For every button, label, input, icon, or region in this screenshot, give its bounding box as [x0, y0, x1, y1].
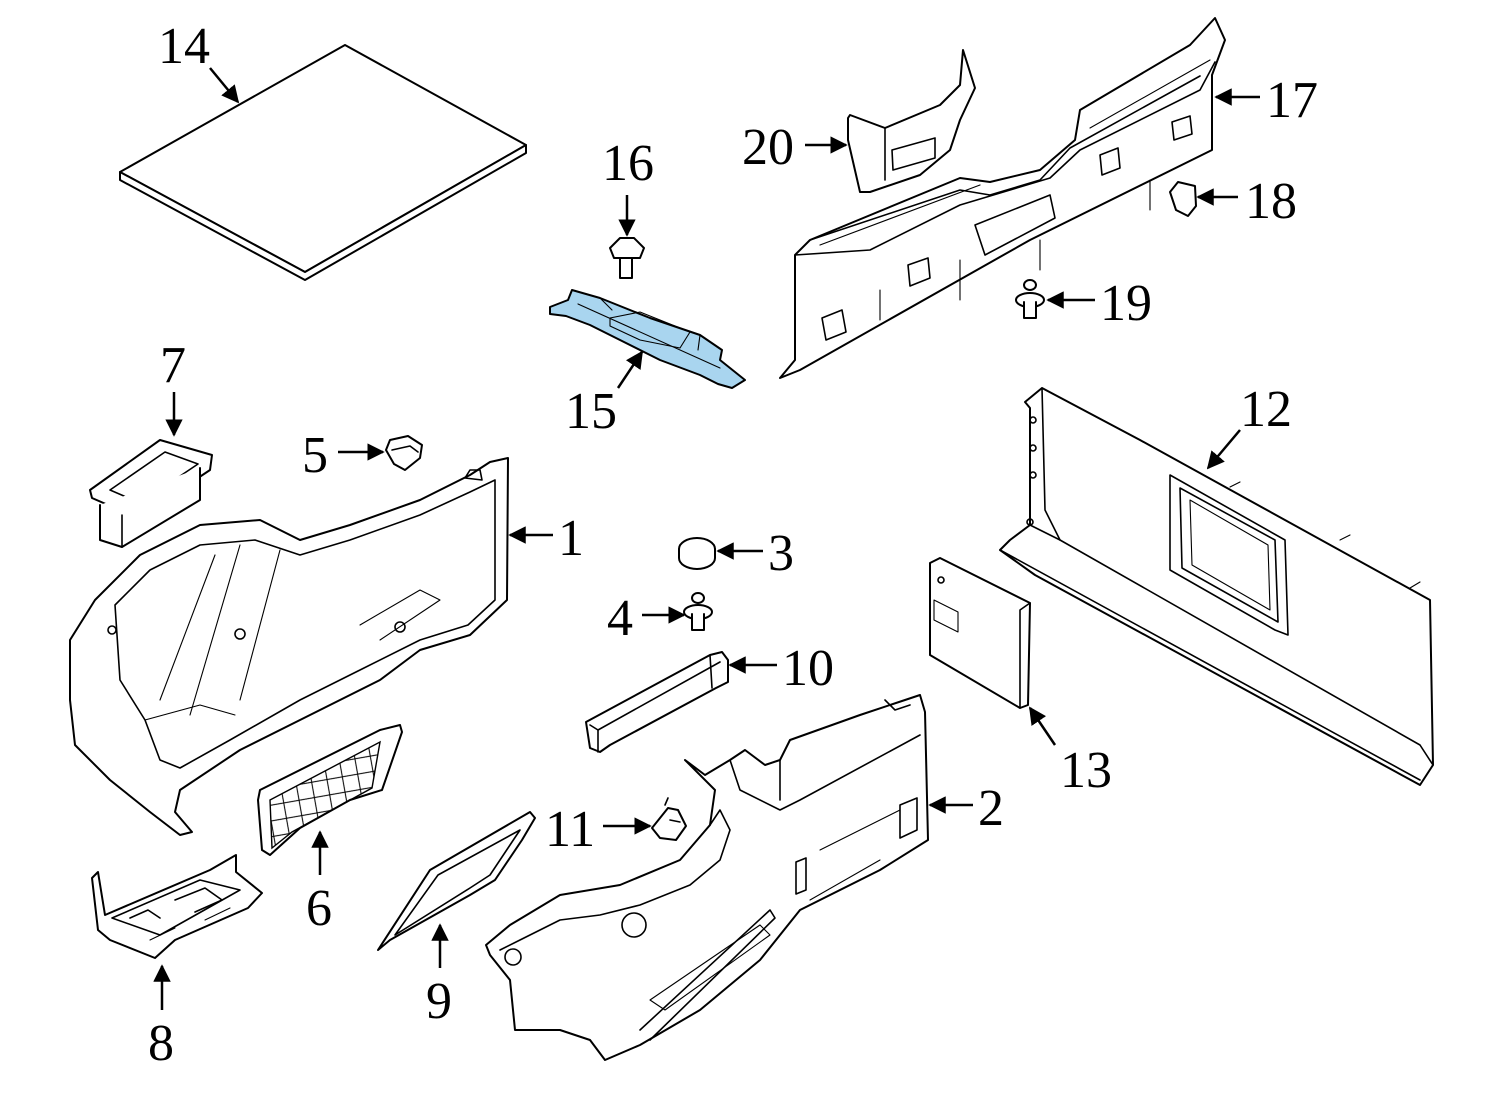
callout-11[interactable]: 11	[545, 801, 595, 858]
part-8-tray[interactable]	[91, 854, 263, 959]
callout-6[interactable]: 6	[306, 880, 332, 937]
callout-2[interactable]: 2	[978, 780, 1004, 837]
part-3-cap[interactable]	[678, 537, 716, 570]
part-4-push-pin[interactable]	[683, 592, 713, 631]
callout-12[interactable]: 12	[1240, 381, 1292, 438]
callout-7[interactable]: 7	[160, 337, 186, 394]
callout-1[interactable]: 1	[558, 510, 584, 567]
callout-9[interactable]: 9	[426, 973, 452, 1030]
callout-3[interactable]: 3	[768, 525, 794, 582]
part-11-clip[interactable]	[651, 797, 687, 841]
callout-10[interactable]: 10	[782, 640, 834, 697]
callout-13[interactable]: 13	[1060, 742, 1112, 799]
part-17-sill-panel[interactable]	[779, 17, 1226, 379]
part-16-bolt[interactable]	[609, 237, 645, 279]
callout-20[interactable]: 20	[742, 119, 794, 176]
callout-17[interactable]: 17	[1266, 72, 1318, 129]
part-1-quarter-trim[interactable]	[69, 457, 509, 836]
callout-16[interactable]: 16	[602, 135, 654, 192]
callout-19[interactable]: 19	[1100, 275, 1152, 332]
callout-labels: 14 16 15 20 17 18 19 7 5 1 3 4 10 12 13 …	[148, 18, 1318, 1072]
part-14-cargo-mat[interactable]	[119, 44, 527, 281]
part-10-strip[interactable]	[585, 651, 729, 753]
callout-14[interactable]: 14	[158, 18, 210, 75]
part-19-push-pin[interactable]	[1015, 279, 1045, 319]
arrow-13	[1028, 706, 1057, 746]
part-2-quarter-trim[interactable]	[485, 694, 929, 1061]
part-12-side-panel[interactable]	[999, 387, 1434, 786]
part-5-cap[interactable]	[385, 435, 423, 471]
callout-15[interactable]: 15	[565, 383, 617, 440]
part-6-cargo-net[interactable]	[257, 724, 403, 856]
leader-arrows	[153, 67, 1260, 1010]
callout-5[interactable]: 5	[302, 427, 328, 484]
part-7-storage-bin[interactable]	[89, 439, 213, 548]
part-13-panel[interactable]	[929, 557, 1031, 709]
callout-18[interactable]: 18	[1245, 173, 1297, 230]
callout-4[interactable]: 4	[607, 590, 633, 647]
arrow-15	[616, 350, 644, 389]
part-20-trim-panel[interactable]	[847, 49, 976, 193]
part-18-clip[interactable]	[1169, 181, 1197, 217]
part-9-access-panel[interactable]	[377, 811, 536, 951]
part-15-bracket[interactable]	[549, 289, 746, 389]
callout-8[interactable]: 8	[148, 1015, 174, 1072]
arrow-14	[209, 67, 240, 104]
arrow-12	[1206, 429, 1241, 470]
